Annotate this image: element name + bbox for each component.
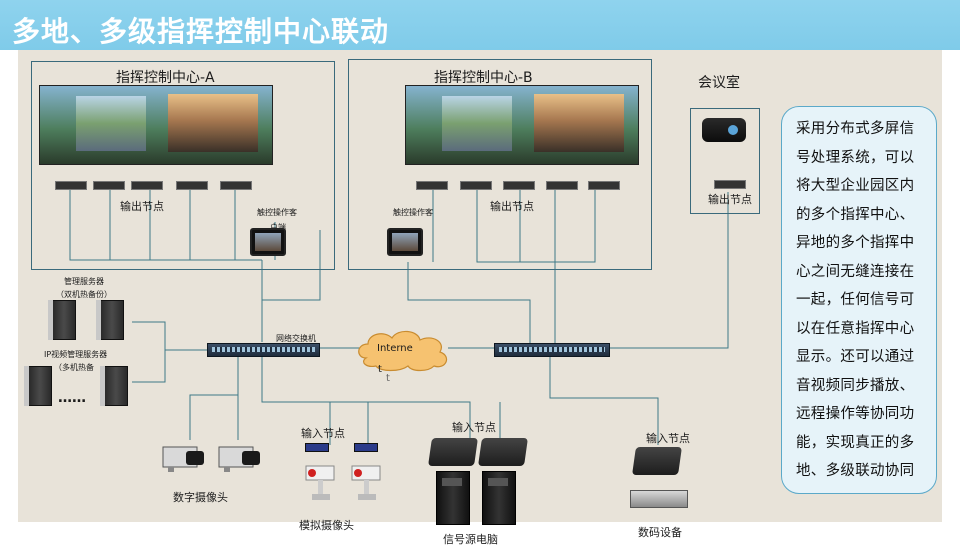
network-switch-left[interactable] [207,343,320,357]
callout-line: 将大型企业园区内 [796,178,915,194]
digital-device[interactable] [630,490,688,508]
digital-camera-icon[interactable] [162,443,206,473]
center-a-title: 指挥控制中心-A [116,70,215,86]
ip-server-sub: （多机热备 [54,363,94,372]
input-node-device [428,438,478,466]
center-a-video-wall[interactable] [39,85,273,165]
touch-console-tablet[interactable] [387,228,423,256]
source-pc-label: 信号源电脑 [443,533,498,546]
projector[interactable] [702,118,746,142]
output-node [503,181,535,190]
callout-line: 号处理系统，可以 [796,149,915,166]
center-b-title: 指挥控制中心-B [434,70,533,86]
ip-server-label: IP视频管理服务器 [44,350,108,359]
meeting-room-frame [690,108,760,214]
callout-line: 采用分布式多屏信 [796,121,915,137]
callout-line: 异地的多个指挥中 [796,235,915,251]
callout-line: 远程操作等协同功 [796,406,915,422]
digital-device-label: 数码设备 [638,526,682,539]
center-b-frame [348,59,652,270]
analog-camera-icon[interactable] [350,462,384,502]
mgmt-server[interactable] [96,300,124,340]
output-node [588,181,620,190]
center-b-video-wall[interactable] [405,85,639,165]
center-b-console-label: 触控操作客 [393,208,433,217]
highway-image [442,96,512,151]
cloud-label: Interne [377,343,413,354]
input-node-device [632,447,682,475]
analog-camera-icon[interactable] [304,462,338,502]
callout-line: 地、多级联动协同 [796,463,915,479]
ip-video-server[interactable] [24,366,52,406]
city-image [534,94,624,152]
center-a-frame [31,61,335,270]
input-node [354,443,378,452]
ip-video-server[interactable] [100,366,128,406]
mgmt-server[interactable] [48,300,76,340]
center-a-output-label: 输出节点 [120,200,164,213]
page-title: 多地、多级指挥控制中心联动 [12,15,390,48]
internet-cloud-icon [358,330,448,372]
input-node-device [478,438,528,466]
switch-label: 网络交换机 [276,334,316,343]
touch-console-tablet[interactable] [250,228,286,256]
network-switch-right[interactable] [494,343,610,357]
callout-line: 能，实现真正的多 [796,434,915,451]
output-node [416,181,448,190]
title-bar: 多地、多级指挥控制中心联动 [0,0,960,50]
digital-camera-label: 数字摄像头 [173,491,228,504]
center-a-console-label-2: 户端 [270,222,286,233]
analog-input-label: 输入节点 [301,427,345,440]
city-image [168,94,258,152]
center-a-console-label: 触控操作客 [257,208,297,217]
server-ellipsis: …… [58,390,86,406]
mgmt-server-label: 管理服务器 [64,277,104,286]
cloud-label-2: t [378,364,382,375]
source-input-label: 输入节点 [452,421,496,434]
center-b-output-label: 输出节点 [490,200,534,213]
output-node [176,181,208,190]
analog-camera-label: 模拟摄像头 [299,519,354,532]
callout-line: 显示。还可以通过 [796,349,915,365]
output-node [131,181,163,190]
output-node [93,181,125,190]
output-node [714,180,746,189]
cloud-label-3: t [386,373,390,384]
meeting-room-output-label: 输出节点 [708,193,752,206]
callout-line: 一起，任何信号可 [796,292,915,308]
callout-line: 的多个指挥中心、 [796,206,915,223]
signal-source-pc[interactable] [436,471,470,525]
output-node [546,181,578,190]
input-node [305,443,329,452]
callout-line: 心之间无缝连接在 [796,263,915,280]
mgmt-server-sub: （双机热备份） [56,290,112,299]
callout-line: 音视频同步播放、 [796,377,915,394]
digital-camera-icon[interactable] [218,443,262,473]
digital-input-label: 输入节点 [646,432,690,445]
highway-image [76,96,146,151]
output-node [220,181,252,190]
meeting-room-title: 会议室 [698,75,740,91]
output-node [55,181,87,190]
description-callout: 采用分布式多屏信 号处理系统，可以 将大型企业园区内 的多个指挥中心、 异地的多… [781,106,937,494]
callout-line: 以在任意指挥中心 [796,320,915,337]
signal-source-pc[interactable] [482,471,516,525]
output-node [460,181,492,190]
